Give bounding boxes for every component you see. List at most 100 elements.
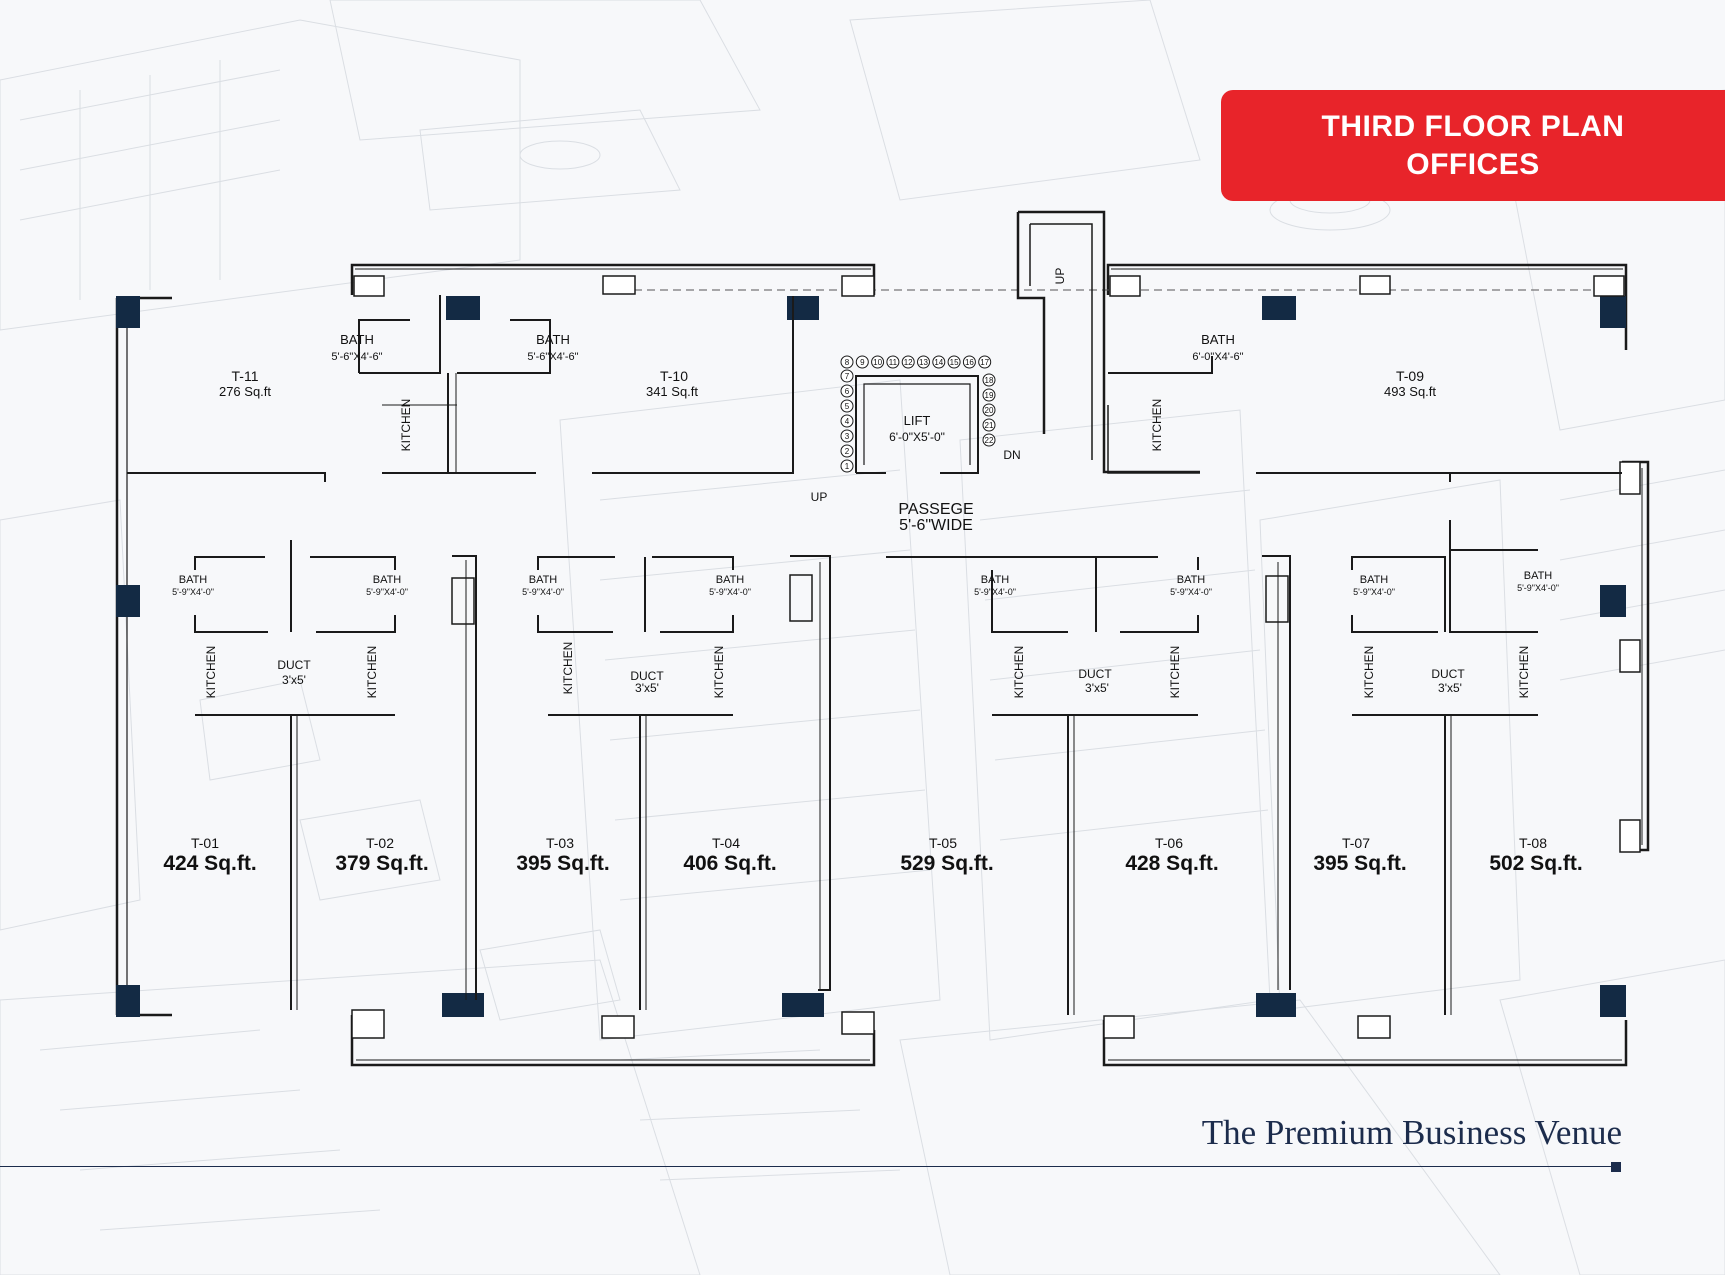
unit-area-t03: 395 Sq.ft. [516, 852, 609, 875]
title-line-2: OFFICES [1406, 147, 1540, 181]
stair-up-label: UP [811, 490, 828, 504]
stair-tread [840, 384, 854, 398]
bath-size: 5'-9"X4'-0" [974, 587, 1016, 597]
bath-label: BATH [1360, 574, 1389, 586]
stair-tread-number: 21 [985, 421, 994, 430]
stair-tread [947, 355, 961, 369]
stair-tread [840, 429, 854, 443]
passage-label: PASSEGE [898, 501, 973, 518]
bath-label: BATH [536, 332, 570, 347]
unit-area-t05: 529 Sq.ft. [900, 852, 993, 875]
stair-tread-number: 5 [845, 402, 850, 411]
duct-size: 3'x5' [1438, 681, 1462, 695]
unit-code-t01: T-01 [191, 835, 219, 851]
kitchen-label: KITCHEN [1150, 399, 1164, 452]
stair-tread [840, 414, 854, 428]
duct-label: DUCT [1078, 667, 1112, 681]
stair-tread-number: 10 [873, 358, 882, 367]
unit-area-t04: 406 Sq.ft. [683, 852, 776, 875]
duct-labels: DUCT 3'x5' DUCT 3'x5' DUCT 3'x5' DUCT 3'… [277, 658, 1465, 695]
stair-tread-number: 12 [904, 358, 913, 367]
stair-tread-number: 17 [980, 358, 989, 367]
kitchen-label: KITCHEN [1168, 646, 1182, 699]
unit-area-t01: 424 Sq.ft. [163, 852, 256, 875]
kitchen-labels: KITCHEN KITCHEN KITCHEN KITCHEN KITCHEN … [204, 399, 1531, 699]
stair-tread-number: 11 [889, 358, 898, 367]
unit-code-t02: T-02 [366, 835, 394, 851]
bath-size: 5'-9"X4'-0" [1353, 587, 1395, 597]
unit-code-t09: T-09 [1396, 368, 1424, 384]
stair-tread-number: 14 [934, 358, 943, 367]
stair-tread [917, 355, 930, 369]
bath-size: 6'-0"X4'-6" [1192, 351, 1243, 363]
stair-tread-number: 16 [965, 358, 974, 367]
stair-tread-number: 19 [985, 391, 994, 400]
footer-divider-end [1611, 1162, 1621, 1172]
stair-tread-number: 6 [845, 387, 850, 396]
unit-code-t07: T-07 [1342, 835, 1370, 851]
stair-tread [871, 355, 885, 369]
unit-area-t10: 341 Sq.ft [646, 384, 698, 399]
stair-tread-number: 4 [845, 417, 850, 426]
stair-tread [886, 355, 900, 369]
bath-label: BATH [1201, 332, 1235, 347]
unit-area-t06: 428 Sq.ft. [1125, 852, 1218, 875]
bath-label: BATH [716, 574, 745, 586]
floor-plan-title-banner: THIRD FLOOR PLAN OFFICES [1221, 90, 1725, 201]
stair-tread [982, 403, 996, 417]
stair-tread-number: 22 [985, 436, 994, 445]
bath-labels: BATH 5'-6"X4'-6" BATH 5'-6"X4'-6" BATH 6… [172, 332, 1559, 597]
bath-size: 5'-9"X4'-0" [522, 587, 564, 597]
stair-dn-label: DN [1003, 448, 1020, 462]
duct-size: 3'x5' [1085, 681, 1109, 695]
bath-label: BATH [1177, 574, 1206, 586]
stair-tread [840, 399, 854, 413]
ramp-up-label: UP [1053, 268, 1067, 285]
unit-code-t08: T-08 [1519, 835, 1547, 851]
unit-code-t06: T-06 [1155, 835, 1183, 851]
duct-label: DUCT [277, 658, 311, 672]
bath-size: 5'-9"X4'-0" [709, 587, 751, 597]
stair-tread [962, 355, 976, 369]
kitchen-label: KITCHEN [1517, 646, 1531, 699]
stair-tread [982, 388, 996, 402]
kitchen-label: KITCHEN [1012, 646, 1026, 699]
unit-code-t04: T-04 [712, 835, 740, 851]
stair-tread-number: 18 [985, 376, 994, 385]
unit-code-t05: T-05 [929, 835, 957, 851]
bath-size: 5'-6"X4'-6" [331, 351, 382, 363]
bath-label: BATH [179, 574, 208, 586]
stair-tread-number: 9 [860, 358, 865, 367]
bath-size: 5'-9"X4'-0" [172, 587, 214, 597]
unit-code-t03: T-03 [546, 835, 574, 851]
stair-tread [901, 355, 915, 369]
footer-divider [0, 1166, 1618, 1167]
stair-tread-number: 2 [845, 447, 850, 456]
bath-label: BATH [981, 574, 1010, 586]
duct-size: 3'x5' [282, 673, 306, 687]
bath-label: BATH [1524, 570, 1553, 582]
stair-tread-number: 7 [845, 372, 850, 381]
duct-label: DUCT [630, 669, 664, 683]
bath-label: BATH [529, 574, 558, 586]
stair-tread [840, 355, 854, 369]
kitchen-label: KITCHEN [561, 642, 575, 695]
kitchen-label: KITCHEN [712, 646, 726, 699]
stair-tread [982, 418, 996, 432]
bath-size: 5'-9"X4'-0" [366, 587, 408, 597]
unit-area-t09: 493 Sq.ft [1384, 384, 1436, 399]
bath-label: BATH [373, 574, 402, 586]
bath-label: BATH [340, 332, 374, 347]
stair-tread [932, 355, 946, 369]
stair-tread [840, 459, 854, 473]
stair-tread [840, 444, 854, 458]
partitions [127, 295, 1622, 1015]
unit-code-t10: T-10 [660, 368, 688, 384]
kitchen-label: KITCHEN [204, 646, 218, 699]
bath-size: 5'-6"X4'-6" [527, 351, 578, 363]
ac-ledges [351, 275, 1641, 1039]
duct-label: DUCT [1431, 667, 1465, 681]
core-labels: LIFT 6'-0"X5'-0" PASSEGE 5'-6"WIDE UP DN… [811, 268, 1067, 534]
